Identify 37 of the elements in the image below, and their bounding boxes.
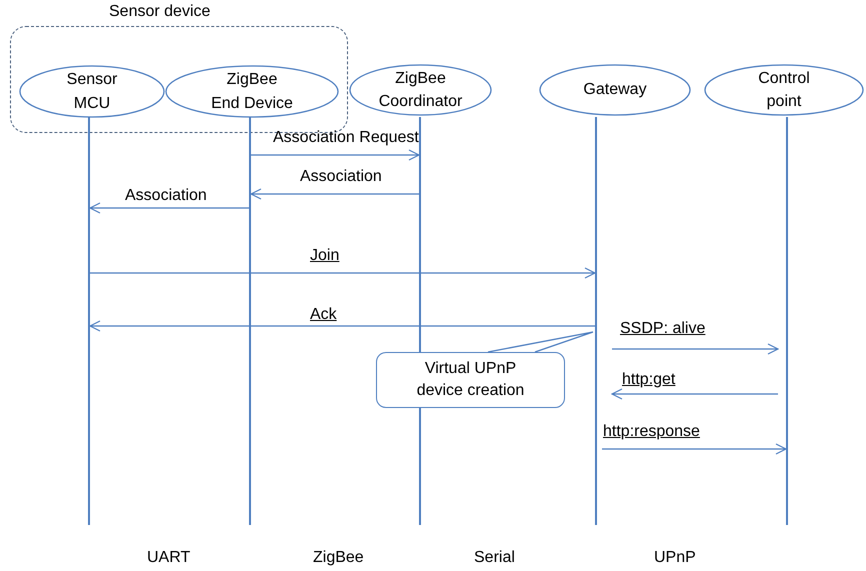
actor-ellipse <box>19 65 165 118</box>
lifeline <box>786 117 788 525</box>
edge-label: Association <box>300 168 382 186</box>
actor-ellipse <box>349 64 492 116</box>
message-arrow <box>89 320 595 332</box>
message-arrow <box>251 149 420 161</box>
protocol-label: UART <box>147 549 190 567</box>
message-arrow <box>611 388 778 400</box>
lifeline <box>249 117 251 525</box>
message-arrow <box>612 343 779 355</box>
edge-label: http:response <box>603 423 700 441</box>
edge-label: http:get <box>622 371 676 389</box>
lifeline <box>88 117 90 525</box>
message-arrow <box>250 188 419 200</box>
node-label: ZigBee Coordinator <box>378 68 464 112</box>
actor-ellipse <box>539 64 691 116</box>
protocol-label: UPnP <box>654 549 696 567</box>
node-label: Gateway <box>582 80 648 100</box>
edge-label: Association <box>125 187 207 205</box>
lifeline <box>595 117 597 525</box>
message-arrow <box>89 202 249 214</box>
protocol-label: ZigBee <box>313 549 364 567</box>
message-arrow <box>90 267 596 279</box>
node-label: Sensor MCU <box>66 70 118 114</box>
node-label: Control point <box>757 68 811 112</box>
group-heading: Sensor device <box>109 3 210 21</box>
edge-label: SSDP: alive <box>620 320 706 338</box>
protocol-label: Serial <box>474 549 515 567</box>
actor-ellipse <box>165 65 339 118</box>
edge-label: Ack <box>310 306 337 324</box>
edge-label: Association Request <box>273 129 419 147</box>
lifeline <box>419 117 421 525</box>
node-label: ZigBee End Device <box>210 70 294 114</box>
edge-label: Join <box>310 247 340 265</box>
message-arrow <box>602 443 787 455</box>
actor-ellipse <box>704 64 864 116</box>
node-label: Virtual UPnP device creation <box>416 358 526 401</box>
